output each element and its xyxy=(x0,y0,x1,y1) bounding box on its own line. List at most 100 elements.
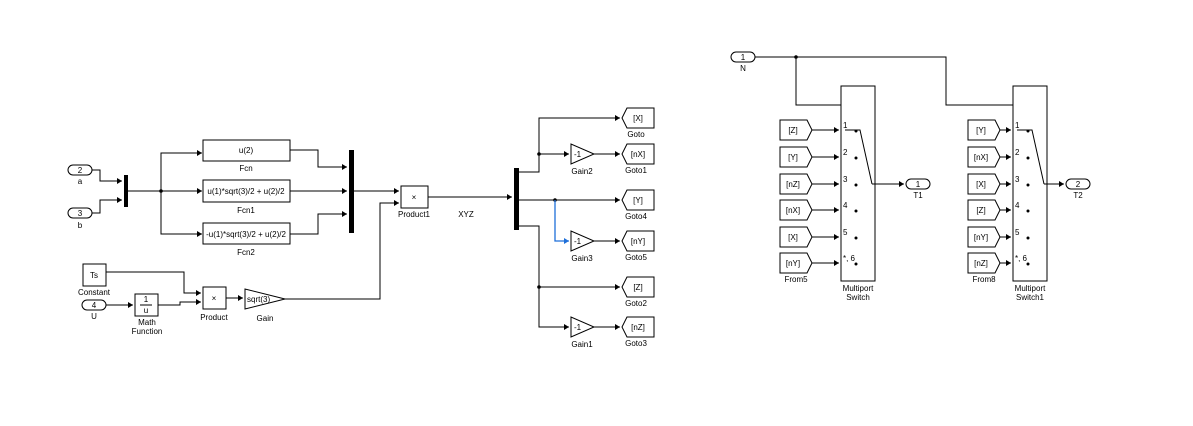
mux-bar-1[interactable] xyxy=(124,175,128,207)
fcn2-block[interactable]: -u(1)*sqrt(3)/2 + u(2)/2 Fcn2 xyxy=(202,222,291,257)
signal-label-xyz: XYZ xyxy=(458,210,474,219)
switch1-from-block[interactable]: [nY] xyxy=(967,226,1001,248)
signal-line-to-fcn2[interactable] xyxy=(160,191,202,237)
switch-port-label: *, 6 xyxy=(843,254,856,263)
switch-from-block[interactable]: [Y] xyxy=(779,146,813,168)
signal-line-constant[interactable] xyxy=(106,271,201,296)
product-label: Product xyxy=(200,313,228,322)
gain1-label: Gain1 xyxy=(571,340,593,349)
goto3-label: Goto3 xyxy=(625,339,647,348)
switch-from-tag: [nY] xyxy=(786,259,800,268)
signal-line-fcn-out[interactable] xyxy=(290,149,347,170)
goto1-block[interactable]: [nX] Goto1 xyxy=(621,143,655,175)
switch1-from-block[interactable]: [nZ] xyxy=(967,252,1001,274)
gain2-block[interactable]: -1 Gain2 xyxy=(570,143,596,176)
outport-t1-block[interactable]: 1 T1 xyxy=(905,178,931,200)
switch-from-block[interactable]: [nZ] xyxy=(779,173,813,195)
signal-line-x-goto[interactable] xyxy=(519,115,620,173)
gain2-value: -1 xyxy=(574,150,582,159)
goto3-block[interactable]: [nZ] Goto3 xyxy=(621,316,655,348)
switch-from-tag: [nX] xyxy=(786,206,800,215)
inport-b-block[interactable]: 3 b xyxy=(67,207,93,230)
outport-t1-label: T1 xyxy=(913,191,923,200)
switch-from-block[interactable]: [Z] xyxy=(779,119,813,141)
switch1-from-tag: [nY] xyxy=(974,233,988,242)
switch-port-label: 5 xyxy=(843,228,848,237)
outport-t2-block[interactable]: 2 T2 xyxy=(1065,178,1091,200)
signal-line-a[interactable] xyxy=(92,169,122,184)
switch-port-contact xyxy=(854,183,858,187)
switch-port-contact xyxy=(854,262,858,266)
fcn-block[interactable]: u(2) Fcn xyxy=(202,139,291,173)
switch-port-contact xyxy=(854,209,858,213)
switch1-port-label: 2 xyxy=(1015,148,1020,157)
switch1-from-block[interactable]: [Z] xyxy=(967,199,1001,221)
gain3-label: Gain3 xyxy=(571,254,593,263)
switch1-from-tag: [X] xyxy=(976,180,986,189)
signal-line-math-out[interactable] xyxy=(158,299,201,306)
goto5-label: Goto5 xyxy=(625,253,647,262)
signal-line-gain-out[interactable] xyxy=(285,200,399,300)
switch-from-block[interactable]: [nX] xyxy=(779,199,813,221)
switch1-from-tag: [Z] xyxy=(976,206,985,215)
constant-block[interactable]: Ts Constant xyxy=(78,263,111,297)
switch1-from-block[interactable]: [nX] xyxy=(967,146,1001,168)
switch1-from-tag: [nZ] xyxy=(974,259,988,268)
goto2-block[interactable]: [Z] Goto2 xyxy=(621,276,655,308)
switch1-from-tag: [nX] xyxy=(974,153,988,162)
switch1-port-contact xyxy=(1026,156,1030,160)
fcn1-expression: u(1)*sqrt(3)/2 + u(2)/2 xyxy=(207,187,285,196)
goto1-tag: [nX] xyxy=(631,150,645,159)
outport-t1-number: 1 xyxy=(916,180,921,189)
signal-line-b[interactable] xyxy=(92,197,122,214)
signal-line-fcn2-out[interactable] xyxy=(290,211,347,235)
inport-n-label: N xyxy=(740,64,746,73)
product-block[interactable]: × Product xyxy=(200,286,229,322)
switch1-port-contact xyxy=(1026,129,1030,133)
gain1-block[interactable]: -1 Gain1 xyxy=(570,316,596,349)
fcn2-label: Fcn2 xyxy=(237,248,255,257)
switch1-from-block[interactable]: [X] xyxy=(967,173,1001,195)
switch1-from-block[interactable]: [Y] xyxy=(967,119,1001,141)
gain3-value: -1 xyxy=(574,237,582,246)
fcn1-block[interactable]: u(1)*sqrt(3)/2 + u(2)/2 Fcn1 xyxy=(202,179,291,215)
switch-from-block[interactable]: [nY] xyxy=(779,252,813,274)
outport-t2-label: T2 xyxy=(1073,191,1083,200)
switch-port-contact xyxy=(854,156,858,160)
goto4-block[interactable]: [Y] Goto4 xyxy=(621,189,655,221)
gain3-block[interactable]: -1 Gain3 xyxy=(570,230,596,263)
gain2-label: Gain2 xyxy=(571,167,593,176)
goto5-tag: [nY] xyxy=(631,237,645,246)
multiport-switch-block[interactable]: Multiport Switch xyxy=(840,85,876,302)
math-function-block[interactable]: 1 u Math Function xyxy=(132,293,163,336)
gain-block[interactable]: sqrt(3) Gain xyxy=(244,288,286,323)
switch1-port-contact xyxy=(1026,262,1030,266)
product-symbol: × xyxy=(212,294,217,303)
inport-u-block[interactable]: 4 U xyxy=(81,299,107,321)
switch-from-block[interactable]: [X] xyxy=(779,226,813,248)
multiport-switch1-block[interactable]: Multiport Switch1 xyxy=(1012,85,1048,302)
switch-internal-lever xyxy=(845,129,873,185)
signal-line-to-fcn[interactable] xyxy=(160,150,202,191)
signal-line-n-to-switch1[interactable] xyxy=(755,56,1011,106)
constant-value: Ts xyxy=(90,271,98,280)
outport-t2-number: 2 xyxy=(1076,180,1081,189)
goto4-tag: [Y] xyxy=(633,196,643,205)
signal-line-z-to-gain1[interactable] xyxy=(519,225,569,330)
goto-block[interactable]: [X] Goto xyxy=(621,107,655,139)
fcn-label: Fcn xyxy=(239,164,252,173)
inport-a-block[interactable]: 2 a xyxy=(67,164,93,186)
math-function-label: Math xyxy=(138,318,156,327)
goto5-block[interactable]: [nY] Goto5 xyxy=(621,230,655,262)
product1-block[interactable]: × Product1 xyxy=(398,185,431,219)
switch-port-label: 1 xyxy=(843,121,848,130)
product1-label: Product1 xyxy=(398,210,431,219)
fcn2-expression: -u(1)*sqrt(3)/2 + u(2)/2 xyxy=(206,230,286,239)
inport-n-block[interactable]: 1 N xyxy=(730,51,756,73)
demux-bar[interactable] xyxy=(514,168,519,230)
signal-line-n-to-switch[interactable] xyxy=(795,57,841,106)
inport-u-number: 4 xyxy=(92,301,97,310)
mux-bar-2[interactable] xyxy=(349,150,354,233)
constant-label: Constant xyxy=(78,288,111,297)
signal-line-y-to-gain3-selected[interactable] xyxy=(554,200,569,244)
